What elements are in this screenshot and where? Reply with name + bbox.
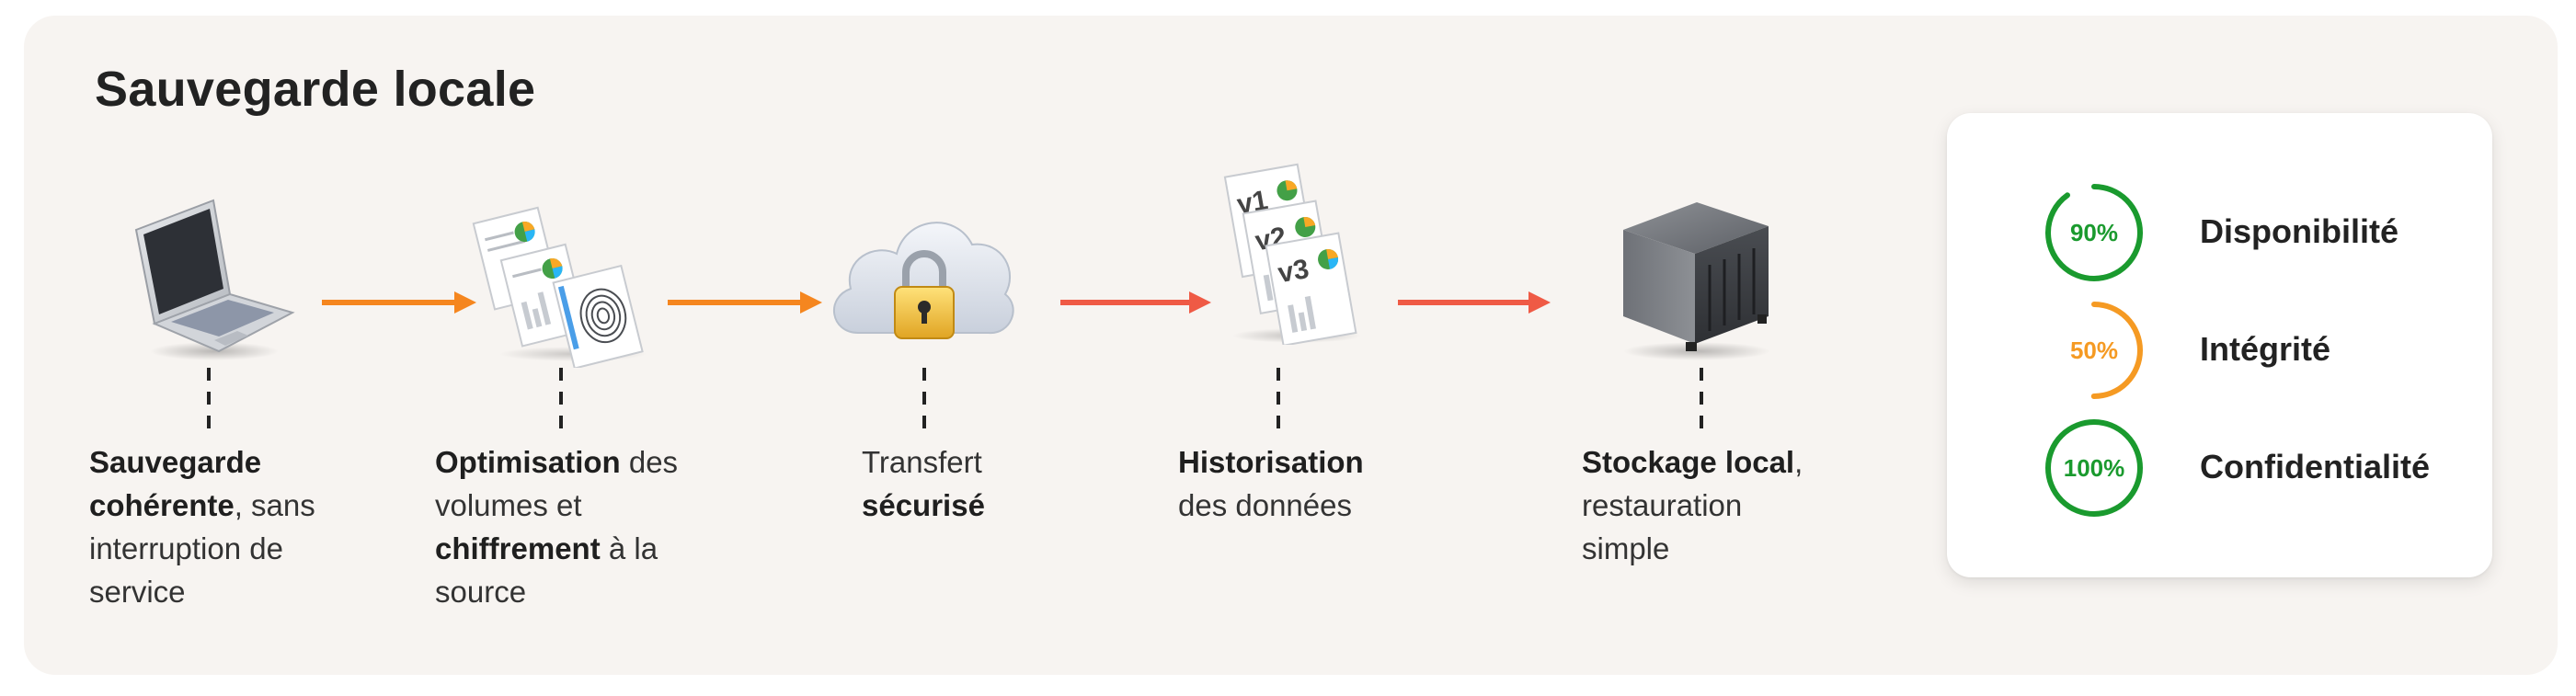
caption-bold-text: Historisation xyxy=(1178,445,1364,479)
metric-disponibilite: 90% Disponibilité xyxy=(1947,177,2492,288)
dashed-connector-1 xyxy=(207,368,211,436)
step-caption-4: Historisation des données xyxy=(1178,440,1454,527)
progress-ring-arc xyxy=(2045,302,2143,399)
caption-text: source xyxy=(435,575,527,609)
dashed-connector-2 xyxy=(559,368,563,436)
progress-ring xyxy=(2045,302,2143,399)
cloud-lock-icon xyxy=(833,222,1014,339)
versioned-documents-icon: v1 v2 v3 xyxy=(1223,163,1361,345)
step-caption-1: Sauvegarde cohérente, sans interruption de… xyxy=(89,440,365,613)
metric-label: Confidentialité xyxy=(2200,448,2430,485)
metric-value: 100% xyxy=(2063,453,2125,482)
flow-arrow-3 xyxy=(1060,291,1211,314)
caption-text: Transfert xyxy=(862,445,982,479)
caption-bold-text: chiffrement xyxy=(435,531,601,565)
documents-fingerprint-icon xyxy=(472,206,647,368)
caption-bold-text: cohérente xyxy=(89,488,235,522)
caption-bold-text: sécurisé xyxy=(862,488,985,522)
step-caption-3: Transfert sécurisé xyxy=(862,440,1092,527)
metric-label: Intégrité xyxy=(2200,330,2331,368)
caption-text: volumes et xyxy=(435,488,582,522)
progress-ring-arc xyxy=(2045,419,2143,517)
metric-confidentialite: 100% Confidentialité xyxy=(1947,413,2492,523)
caption-bold-text: Optimisation xyxy=(435,445,621,479)
progress-ring-arc xyxy=(2045,184,2143,281)
step-caption-5: Stockage local, restauration simple xyxy=(1582,440,1876,570)
caption-text: simple xyxy=(1582,531,1670,565)
version-label-v3: v3 xyxy=(1276,254,1311,289)
metrics-card: 90% Disponibilité 50% Intégrité 100% Confid… xyxy=(1947,113,2492,577)
caption-text: des xyxy=(620,445,679,479)
dashed-connector-5 xyxy=(1700,368,1703,436)
metric-value: 50% xyxy=(2069,336,2119,364)
caption-text: , sans xyxy=(234,488,315,522)
flow-arrow-4 xyxy=(1398,291,1551,314)
nas-server-icon xyxy=(1623,202,1770,360)
caption-text: restauration xyxy=(1582,488,1743,522)
caption-bold-text: Sauvegarde xyxy=(89,445,262,479)
metric-value: 90% xyxy=(2069,218,2119,246)
flow-arrow-2 xyxy=(668,291,822,314)
flow-arrow-1 xyxy=(322,291,476,314)
caption-text: des données xyxy=(1178,488,1352,522)
caption-text: service xyxy=(89,575,186,609)
caption-text: à la xyxy=(600,531,658,565)
metric-integrite: 50% Intégrité xyxy=(1947,295,2492,405)
page-title: Sauvegarde locale xyxy=(95,62,536,117)
caption-text: interruption de xyxy=(89,531,283,565)
progress-ring xyxy=(2045,419,2143,517)
dashed-connector-4 xyxy=(1277,368,1280,436)
dashed-connector-3 xyxy=(922,368,926,436)
caption-bold-text: Stockage local xyxy=(1582,445,1795,479)
step-caption-2: Optimisation des volumes et chiffrement à … xyxy=(435,440,711,613)
caption-text: , xyxy=(1794,445,1803,479)
laptop-icon xyxy=(134,199,295,360)
metric-label: Disponibilité xyxy=(2200,212,2399,250)
progress-ring xyxy=(2045,184,2143,281)
